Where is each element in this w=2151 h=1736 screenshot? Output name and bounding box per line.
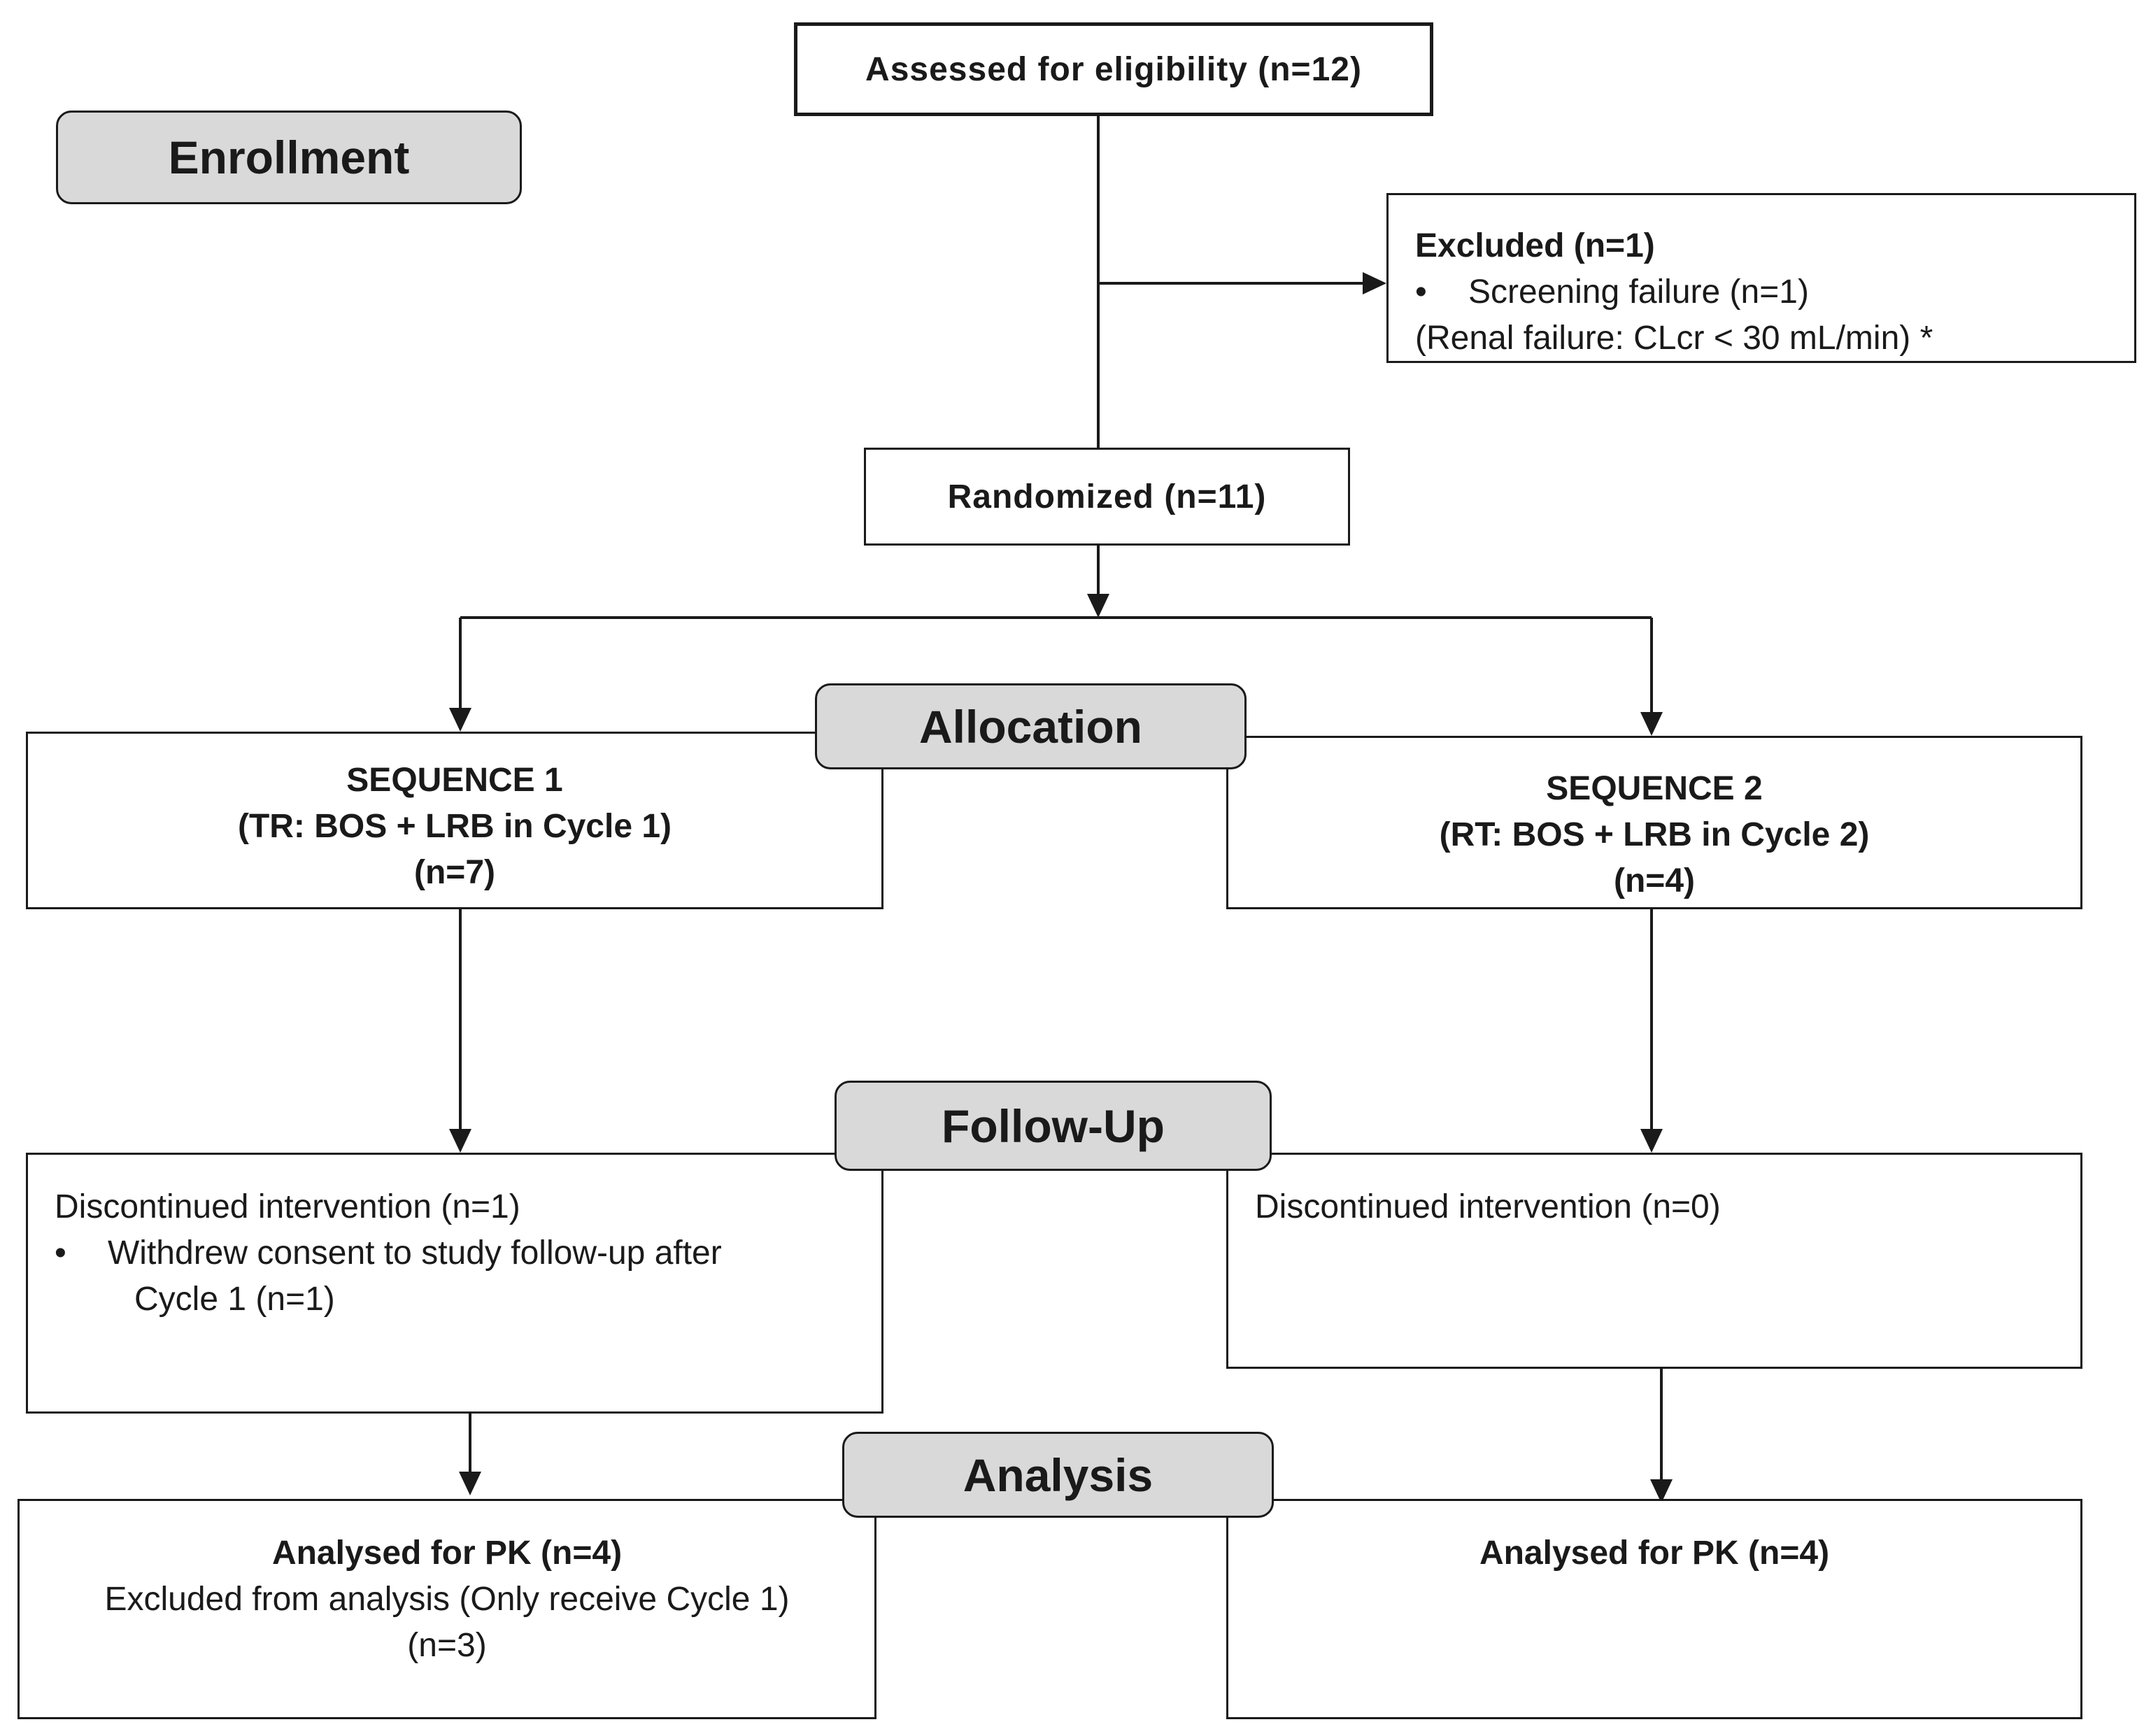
stage-label-enrollment: Enrollment (56, 111, 522, 204)
stage-label-allocation: Allocation (815, 683, 1247, 769)
stage-analysis-text: Analysis (963, 1449, 1153, 1501)
sequence1-detail: (TR: BOS + LRB in Cycle 1) (237, 808, 672, 845)
arrowhead-followup1 (449, 1129, 471, 1153)
assessed-text: Assessed for eligibility (n=12) (865, 50, 1362, 88)
followup1-title: Discontinued intervention (n=1) (55, 1188, 520, 1225)
arrowhead-analysis1 (459, 1472, 481, 1495)
analysis2-title: Analysed for PK (n=4) (1479, 1535, 1830, 1572)
analysis1-excluded-line1: Excluded from analysis (Only receive Cyc… (104, 1581, 790, 1618)
followup1-bullet-line1: Withdrew consent to study follow-up afte… (55, 1230, 881, 1276)
sequence2-count: (n=4) (1613, 862, 1695, 899)
followup1-bullet-line2: Cycle 1 (n=1) (134, 1281, 335, 1318)
assessed-box: Assessed for eligibility (n=12) (794, 22, 1433, 116)
followup1-box: Discontinued intervention (n=1) Withdrew… (26, 1153, 883, 1414)
arrowhead-sequence1 (449, 708, 471, 732)
excluded-note: (Renal failure: CLcr < 30 mL/min) * (1415, 320, 1933, 357)
arrowhead-sequence2 (1640, 712, 1663, 736)
analysis1-excluded-line2: (n=3) (407, 1627, 487, 1664)
arrowhead-randomized-split (1087, 594, 1109, 618)
analysis2-box: Analysed for PK (n=4) (1226, 1499, 2082, 1719)
arrowhead-analysis2 (1650, 1479, 1673, 1503)
sequence1-title: SEQUENCE 1 (346, 762, 563, 799)
sequence2-title: SEQUENCE 2 (1546, 770, 1763, 807)
excluded-title: Excluded (n=1) (1415, 227, 1655, 264)
analysis1-title: Analysed for PK (n=4) (271, 1535, 623, 1572)
sequence2-detail: (RT: BOS + LRB in Cycle 2) (1439, 816, 1870, 853)
stage-label-analysis: Analysis (842, 1432, 1274, 1518)
arrowhead-excluded (1363, 272, 1386, 294)
excluded-bullet-item: Screening failure (n=1) (1415, 269, 2134, 315)
stage-label-follow-up: Follow-Up (835, 1081, 1272, 1171)
stage-allocation-text: Allocation (918, 700, 1142, 753)
sequence1-box: SEQUENCE 1 (TR: BOS + LRB in Cycle 1) (n… (26, 732, 883, 909)
stage-enrollment-text: Enrollment (168, 131, 410, 183)
arrowhead-followup2 (1640, 1129, 1663, 1153)
followup2-box: Discontinued intervention (n=0) (1226, 1153, 2082, 1369)
excluded-box: Excluded (n=1) Screening failure (n=1) (… (1386, 193, 2136, 363)
sequence2-box: SEQUENCE 2 (RT: BOS + LRB in Cycle 2) (n… (1226, 736, 2082, 909)
randomized-box: Randomized (n=11) (864, 448, 1350, 546)
randomized-text: Randomized (n=11) (947, 478, 1267, 515)
stage-follow-up-text: Follow-Up (942, 1100, 1165, 1152)
analysis1-box: Analysed for PK (n=4) Excluded from anal… (17, 1499, 876, 1719)
followup2-title: Discontinued intervention (n=0) (1255, 1188, 1721, 1225)
sequence1-count: (n=7) (413, 854, 495, 891)
